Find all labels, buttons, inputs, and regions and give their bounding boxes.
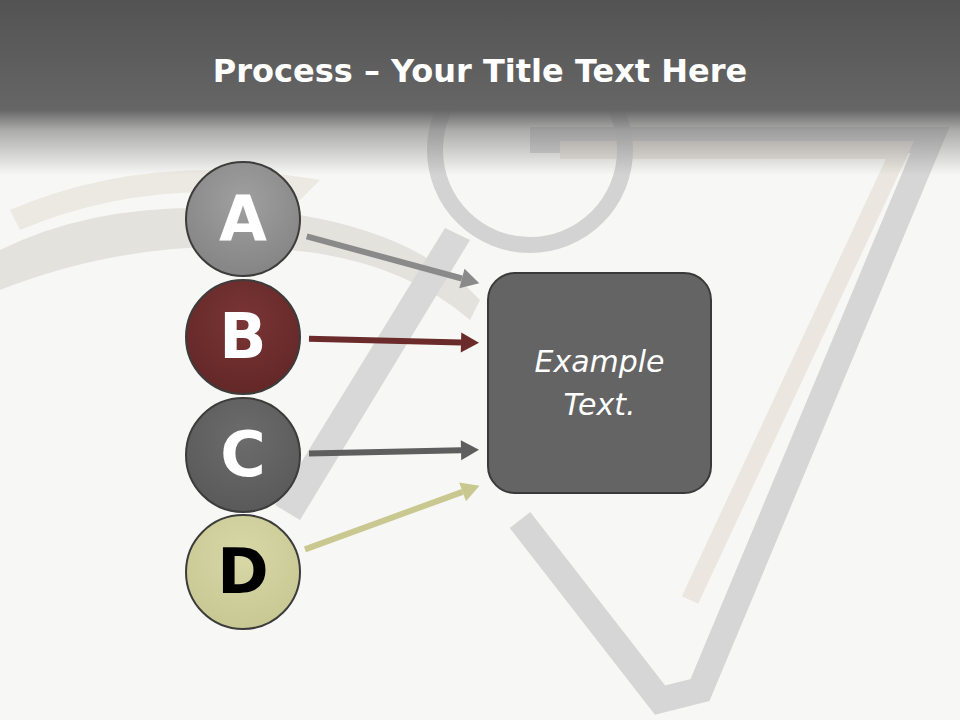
arrow-head bbox=[461, 332, 479, 352]
step-letter: C bbox=[220, 424, 266, 486]
flow-arrow bbox=[307, 236, 480, 288]
flow-arrow bbox=[305, 482, 479, 549]
step-circle: C bbox=[185, 397, 301, 513]
process-box: Example Text. bbox=[487, 272, 712, 494]
arrow-head bbox=[461, 440, 479, 460]
magnifier-handle bbox=[275, 228, 470, 520]
step-letter: A bbox=[219, 188, 267, 250]
slide-title: Process – Your Title Text Here bbox=[0, 52, 960, 90]
step-circle: B bbox=[185, 279, 301, 395]
example-text: Example Text. bbox=[520, 340, 680, 427]
arrow-head bbox=[459, 269, 479, 288]
arrow-shaft bbox=[309, 339, 461, 343]
arrow-shaft bbox=[305, 492, 463, 550]
step-circle: A bbox=[185, 161, 301, 277]
arrow-shaft bbox=[307, 236, 462, 278]
step-letter: D bbox=[217, 541, 268, 603]
arrow-head bbox=[459, 482, 479, 501]
step-letter: B bbox=[219, 306, 266, 368]
flow-arrow bbox=[309, 332, 479, 352]
step-circle: D bbox=[185, 514, 301, 630]
arrow-shaft bbox=[309, 450, 461, 453]
flow-arrow bbox=[309, 440, 479, 460]
